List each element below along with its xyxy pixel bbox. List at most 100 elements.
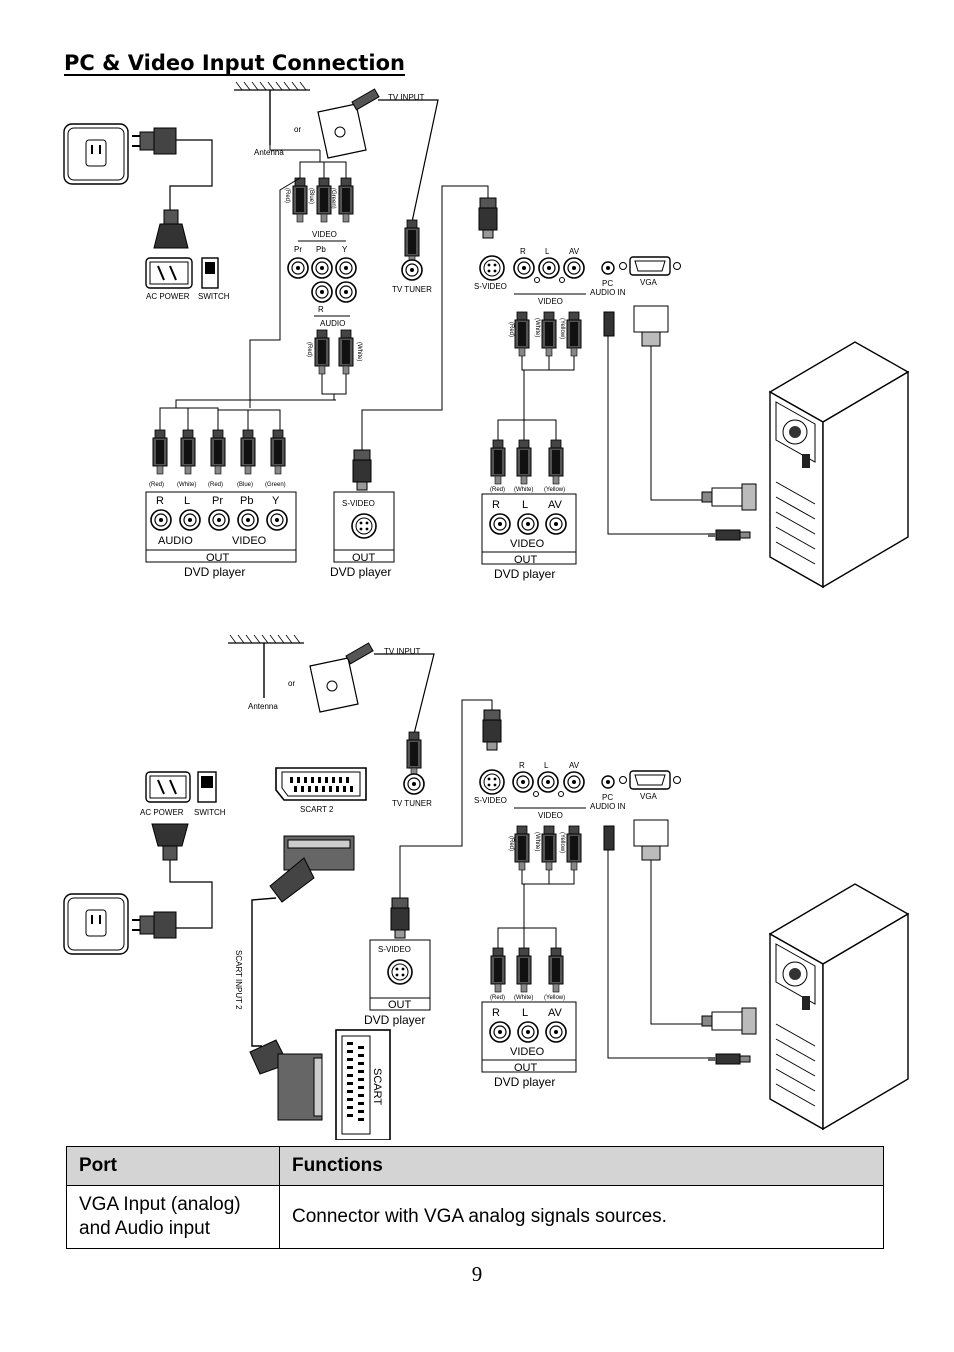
svg-text:Pb: Pb (240, 495, 253, 507)
scart-label: SCART (371, 1068, 383, 1105)
power-cord-plug-icon (151, 823, 189, 861)
svg-text:R: R (492, 1007, 500, 1019)
svg-text:Pr: Pr (294, 245, 302, 254)
pc-tower-icon (769, 883, 909, 1130)
ac-power-socket-icon (145, 771, 191, 803)
switch-label: SWITCH (198, 292, 230, 301)
page-number: 9 (471, 1262, 483, 1286)
svg-text:OUT: OUT (514, 554, 538, 566)
page-title: PC & Video Input Connection (64, 51, 405, 75)
svg-text:(White): (White) (514, 487, 533, 493)
svg-text:VGA: VGA (640, 792, 658, 801)
svg-text:AV: AV (569, 247, 580, 256)
ac-power-socket-icon (145, 257, 193, 289)
svg-text:R: R (520, 247, 526, 256)
column-header-functions: Functions (279, 1146, 884, 1186)
audio-label: AUDIO (320, 319, 345, 328)
svg-text:(White): (White) (177, 482, 196, 488)
power-outlet-icon (63, 123, 129, 185)
svg-text:L: L (522, 499, 528, 511)
svg-text:(Green): (Green) (265, 482, 286, 488)
svg-text:AUDIO IN: AUDIO IN (590, 288, 626, 297)
svg-text:(White): (White) (514, 995, 533, 1001)
svg-text:OUT: OUT (514, 1062, 538, 1074)
svg-text:(Red): (Red) (508, 836, 514, 851)
tv-tuner-label: TV TUNER (392, 285, 432, 294)
svg-text:R: R (318, 305, 324, 314)
svg-text:PC: PC (602, 279, 613, 288)
power-outlet-icon (63, 893, 129, 955)
svg-text:OUT: OUT (352, 552, 376, 564)
dvd-player-svideo: S-VIDEO OUT (369, 939, 431, 1011)
svg-text:SWITCH: SWITCH (194, 808, 226, 817)
svg-text:(Green): (Green) (330, 188, 336, 209)
svg-text:AUDIO IN: AUDIO IN (590, 802, 626, 811)
table-header-row: Port Functions (66, 1146, 884, 1186)
svg-text:(Red): (Red) (508, 322, 514, 337)
svg-text:OUT: OUT (388, 999, 412, 1011)
svg-text:(Yellow): (Yellow) (559, 318, 565, 339)
table-row: VGA Input (analog) and Audio input Conne… (66, 1185, 884, 1249)
antenna-label: Antenna (254, 148, 284, 157)
svg-text:VGA: VGA (640, 278, 658, 287)
svg-text:AV: AV (548, 499, 563, 511)
svg-text:VIDEO: VIDEO (232, 535, 267, 547)
svg-text:(Blue): (Blue) (308, 188, 314, 204)
switch-icon (197, 771, 217, 803)
svg-text:(Yellow): (Yellow) (559, 832, 565, 853)
svg-text:AUDIO: AUDIO (158, 535, 193, 547)
antenna-icon (234, 81, 310, 145)
svg-text:(Yellow): (Yellow) (544, 487, 565, 493)
scart2-port-icon (275, 767, 367, 801)
dvd-player-component: R L Pr Pb Y AUDIO VIDEO OUT (145, 491, 297, 564)
svg-text:S-VIDEO: S-VIDEO (342, 499, 375, 508)
svg-text:VIDEO: VIDEO (538, 811, 563, 820)
dvd-player-composite: R L AV VIDEO OUT (481, 493, 577, 566)
antenna-icon (228, 634, 304, 698)
svg-text:AV: AV (548, 1007, 563, 1019)
dvd-player-svideo: S-VIDEO OUT (333, 491, 395, 564)
svg-text:S-VIDEO: S-VIDEO (474, 282, 507, 291)
svg-text:(Red): (Red) (284, 188, 290, 203)
pc-tower-icon (769, 341, 909, 588)
column-header-port: Port (66, 1146, 280, 1186)
power-plug-icon (132, 911, 177, 939)
svg-text:Pb: Pb (316, 245, 326, 254)
svg-text:or: or (288, 679, 295, 688)
svg-text:DVD player: DVD player (330, 565, 391, 579)
svg-text:Y: Y (272, 495, 280, 507)
table-cell-port: VGA Input (analog) and Audio input (66, 1185, 280, 1249)
svg-text:S-VIDEO: S-VIDEO (378, 945, 411, 954)
svg-text:VIDEO: VIDEO (510, 1046, 545, 1058)
power-plug-icon (132, 127, 177, 155)
diagram-2: Antenna or TV INPUT TV TUNER AC POWER SW… (63, 634, 909, 1140)
dvd-player-label: DVD player (184, 565, 245, 579)
vga-cable-plug-icon (633, 819, 669, 861)
svg-text:VIDEO: VIDEO (510, 538, 545, 550)
svg-text:AC POWER: AC POWER (140, 808, 184, 817)
connection-diagrams: Antenna or TV INPUT TV TUNER (63, 81, 909, 1140)
svg-text:(Blue): (Blue) (237, 482, 253, 488)
svg-text:(White): (White) (356, 342, 362, 361)
svg-text:R: R (519, 761, 525, 770)
svg-text:L: L (184, 495, 190, 507)
ac-power-label: AC POWER (146, 292, 190, 301)
diagram-1: Antenna or TV INPUT TV TUNER (63, 81, 909, 588)
power-cord-plug-icon (153, 209, 189, 249)
wall-socket-icon (317, 88, 380, 159)
tv-input-label: TV INPUT (388, 93, 425, 102)
svg-text:DVD player: DVD player (494, 567, 555, 581)
scart-input2-label: SCART INPUT 2 (234, 950, 243, 1010)
svg-text:S-VIDEO: S-VIDEO (474, 796, 507, 805)
svg-text:DVD player: DVD player (494, 1075, 555, 1089)
svg-text:(Red): (Red) (306, 342, 312, 357)
svg-text:Antenna: Antenna (248, 702, 278, 711)
scart-plug-top-icon (269, 835, 355, 903)
switch-icon (201, 257, 219, 289)
svg-text:AV: AV (569, 761, 580, 770)
svg-text:(Red): (Red) (490, 995, 505, 1001)
svg-text:(White): (White) (534, 832, 540, 851)
vga-cable-plug-icon (633, 305, 669, 347)
svg-text:(White): (White) (534, 318, 540, 337)
video-label: VIDEO (312, 230, 337, 239)
